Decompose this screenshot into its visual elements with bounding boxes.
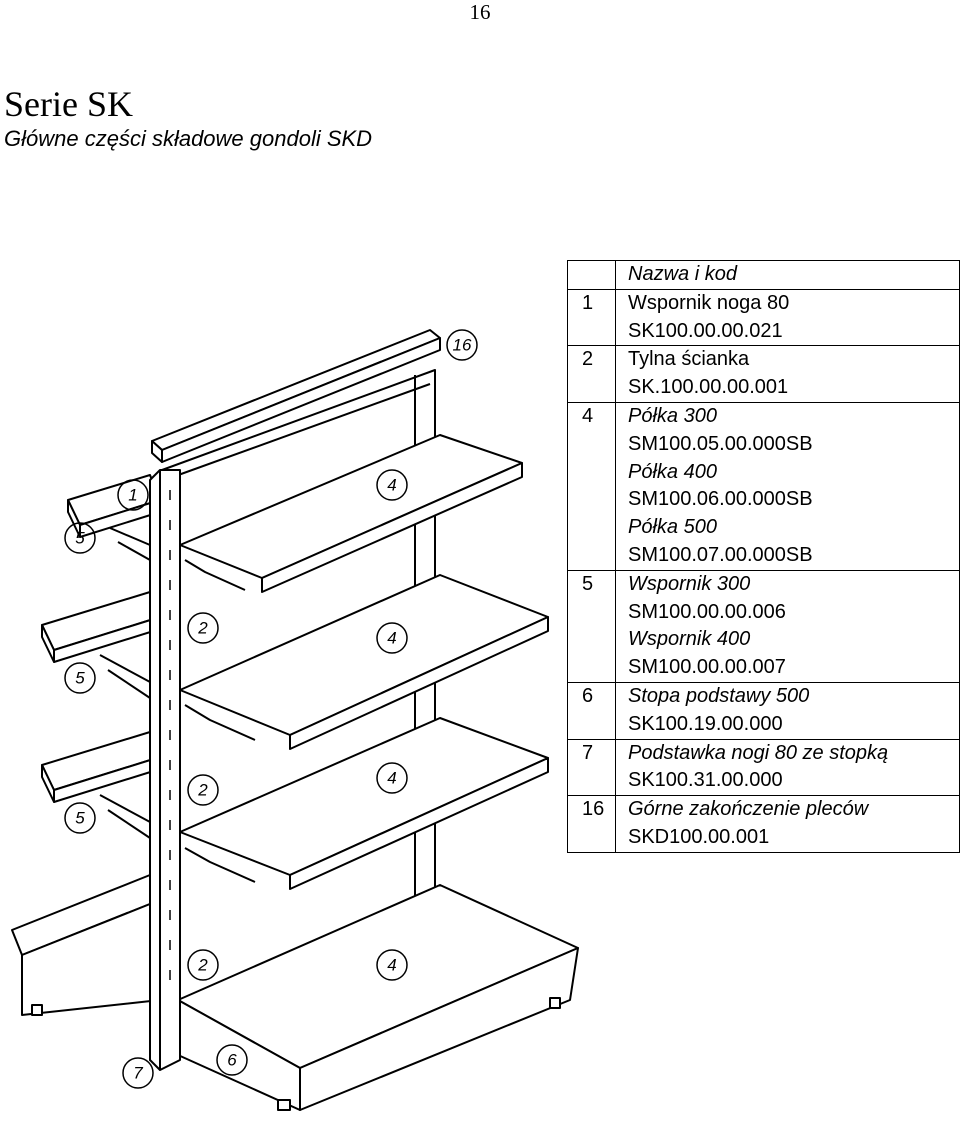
callout-6: 6 [227, 1051, 237, 1070]
part-code: SK100.00.00.021 [628, 319, 783, 342]
callout-7: 7 [133, 1064, 143, 1083]
part-code: SK100.31.00.000 [628, 769, 783, 792]
part-code: SM100.05.00.000SB [628, 432, 813, 455]
callout-2-middle: 2 [197, 781, 208, 800]
gondola-shelf-drawing: 16 1 4 5 2 4 5 2 4 5 2 4 7 6 [11, 329, 579, 1111]
part-description: Wspornik noga 80 SK100.00.00.021 [615, 288, 960, 347]
part-number: 16 [567, 795, 616, 853]
part-number: 4 [567, 401, 616, 571]
part-code: SM100.00.00.006 [628, 600, 786, 623]
part-code: SM100.00.00.007 [628, 656, 786, 679]
callout-4-middle: 4 [387, 769, 396, 788]
callout-5-top: 5 [75, 529, 85, 548]
part-code: SK100.19.00.000 [628, 712, 783, 735]
page-title: Serie SK [4, 84, 133, 124]
part-name: Wspornik 300 [628, 572, 751, 595]
left-shelves [41, 474, 161, 839]
part-name: Wspornik 400 [628, 628, 751, 651]
right-shelves [179, 434, 549, 890]
base-part [11, 874, 579, 1111]
part-name: Półka 400 [628, 460, 717, 483]
part-code: Tylna ścianka [628, 348, 750, 371]
part-number: 5 [567, 569, 616, 683]
table-header-name: Nazwa i kod [615, 260, 960, 290]
callout-4-upper: 4 [387, 629, 396, 648]
part-code: SM100.07.00.000SB [628, 543, 813, 566]
page-number: 16 [469, 0, 491, 24]
table-header-num [567, 260, 616, 290]
part-code: Wspornik noga 80 [628, 291, 790, 314]
callout-5-bottom: 5 [75, 809, 85, 828]
callout-5-middle: 5 [75, 669, 85, 688]
callout-2-bottom: 2 [197, 956, 208, 975]
upright-part [149, 469, 181, 1071]
callout-4-top: 4 [387, 476, 396, 495]
part-code: SKD100.00.001 [628, 825, 770, 848]
part-code: SK.100.00.00.001 [628, 376, 789, 399]
part-name: Podstawka nogi 80 ze stopką [628, 741, 889, 764]
parts-table: Nazwa i kod 1 Wspornik noga 80 SK100.00.00… [567, 260, 960, 853]
parts-table-header-row: Nazwa i kod [567, 260, 960, 290]
part-number: 6 [567, 681, 616, 740]
page-subtitle: Główne części składowe gondoli SKD [4, 126, 373, 151]
callout-2-upper: 2 [197, 619, 208, 638]
part-name: Półka 500 [628, 516, 717, 539]
part-code: SM100.06.00.000SB [628, 488, 813, 511]
part-number: 7 [567, 738, 616, 797]
part-name: Półka 300 [628, 404, 717, 427]
part-name: Stopa podstawy 500 [628, 684, 810, 707]
callout-4-bottom: 4 [387, 956, 396, 975]
part-number: 2 [567, 345, 616, 403]
part-number: 1 [567, 288, 616, 347]
top-cap-part [151, 329, 441, 463]
parts-table-body: Nazwa i kod 1 Wspornik noga 80 SK100.00.00… [567, 260, 960, 853]
table-row: 1 Wspornik noga 80 SK100.00.00.021 [567, 288, 960, 347]
callout-16: 16 [453, 336, 472, 355]
part-name: Górne zakończenie pleców [628, 798, 869, 821]
callout-1: 1 [128, 486, 137, 505]
